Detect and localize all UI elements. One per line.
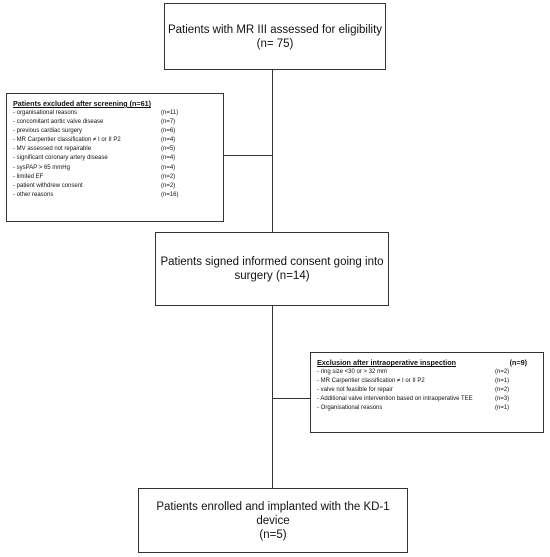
list-item-count: (n=5) bbox=[161, 146, 176, 153]
list-item-label: - Organisational reasons bbox=[317, 405, 383, 412]
list-item-count: (n=4) bbox=[161, 137, 176, 144]
exclusion-intraop-title-count: (n=9) bbox=[509, 358, 527, 367]
node-enrolled-line2: (n=5) bbox=[259, 528, 287, 541]
list-item-label: - MR Carpentier classification ≠ I or II… bbox=[13, 137, 121, 144]
list-item-label: - organisational reasons bbox=[13, 110, 78, 116]
connector-to-screening-exclusion bbox=[224, 155, 273, 156]
node-assessed-line1: Patients with MR III assessed for eligib… bbox=[167, 23, 383, 36]
connector-consent-to-enrolled bbox=[272, 306, 273, 488]
list-item-count: (n=11) bbox=[161, 110, 179, 116]
list-item: - valve not feasible for repair (n=2) bbox=[317, 386, 537, 395]
list-item-count: (n=4) bbox=[161, 155, 176, 162]
list-item-count: (n=1) bbox=[495, 378, 510, 385]
exclusion-screening-list: - organisational reasons (n=11) - concomit… bbox=[13, 109, 217, 200]
list-item: - MR Carpentier classification ≠ I or II… bbox=[317, 377, 537, 386]
node-enrolled: Patients enrolled and implanted with the… bbox=[138, 488, 408, 553]
list-item: - MV assessed not repairable (n=5) bbox=[13, 145, 217, 154]
list-item-count: (n=6) bbox=[161, 128, 176, 135]
list-item: - significant coronary artery disease (n=… bbox=[13, 154, 217, 163]
node-consent: Patients signed informed consent going i… bbox=[155, 232, 389, 306]
list-item-count: (n=1) bbox=[495, 405, 510, 412]
list-item-count: (n=2) bbox=[161, 173, 176, 180]
list-item-count: (n=2) bbox=[495, 387, 510, 394]
list-item-label: - valve not feasible for repair bbox=[317, 387, 393, 394]
list-item-count: (n=4) bbox=[161, 164, 176, 171]
list-item-label: - ring size <30 or > 32 mm bbox=[317, 369, 388, 375]
list-item: - Additional valve intervention based on… bbox=[317, 395, 537, 404]
exclusion-screening-title: Patients excluded after screening (n=61) bbox=[13, 99, 152, 108]
list-item: - concomitant aortic valve disease (n=7) bbox=[13, 118, 217, 127]
list-item: - MR Carpentier classification ≠ I or II… bbox=[13, 136, 217, 145]
list-item-label: - MR Carpentier classification ≠ I or II… bbox=[317, 378, 425, 385]
list-item: - limited EF (n=2) bbox=[13, 173, 217, 182]
list-item-count: (n=16) bbox=[161, 191, 179, 198]
connector-to-intraop-exclusion bbox=[272, 398, 310, 399]
exclusion-intraop-header: Exclusion after intraoperative inspectio… bbox=[317, 357, 537, 368]
list-item-count: (n=3) bbox=[495, 396, 510, 403]
list-item: - other reasons (n=16) bbox=[13, 191, 217, 200]
list-item: - ring size <30 or > 32 mm (n=2) bbox=[317, 368, 537, 377]
exclusion-intraop-list: - ring size <30 or > 32 mm (n=2) - MR Carp… bbox=[317, 368, 537, 413]
node-consent-line1: Patients signed informed consent going i… bbox=[160, 256, 384, 268]
node-assessed-line2: (n= 75) bbox=[256, 37, 294, 50]
list-item-label: - concomitant aortic valve disease bbox=[13, 119, 104, 126]
list-item: - Organisational reasons (n=1) bbox=[317, 404, 537, 413]
list-item: - patient withdrew consent (n=2) bbox=[13, 182, 217, 191]
list-item-label: - previous cardiac surgery bbox=[13, 128, 83, 135]
list-item-label: - other reasons bbox=[13, 191, 54, 198]
list-item-label: - limited EF bbox=[13, 173, 44, 180]
exclusion-intraop-title: Exclusion after intraoperative inspectio… bbox=[317, 358, 456, 367]
list-item-label: - patient withdrew consent bbox=[13, 182, 83, 189]
list-item-label: - significant coronary artery disease bbox=[13, 155, 108, 162]
connector-main-vertical bbox=[272, 70, 273, 232]
list-item: - previous cardiac surgery (n=6) bbox=[13, 127, 217, 136]
exclusion-screening-box: Patients excluded after screening (n=61)… bbox=[6, 93, 224, 222]
exclusion-intraop-box: Exclusion after intraoperative inspectio… bbox=[310, 352, 544, 433]
list-item-count: (n=2) bbox=[161, 182, 176, 189]
list-item-label: - sysPAP > 65 mmHg bbox=[13, 164, 70, 171]
node-enrolled-line1: Patients enrolled and implanted with the… bbox=[156, 500, 390, 527]
list-item: - organisational reasons (n=11) bbox=[13, 109, 217, 118]
list-item-label: - Additional valve intervention based on… bbox=[317, 396, 473, 403]
list-item-count: (n=2) bbox=[495, 369, 510, 375]
node-consent-line2: surgery (n=14) bbox=[234, 270, 310, 282]
list-item-count: (n=7) bbox=[161, 119, 176, 126]
list-item-label: - MV assessed not repairable bbox=[13, 146, 92, 153]
list-item: - sysPAP > 65 mmHg (n=4) bbox=[13, 164, 217, 173]
node-assessed: Patients with MR III assessed for eligib… bbox=[164, 3, 386, 70]
